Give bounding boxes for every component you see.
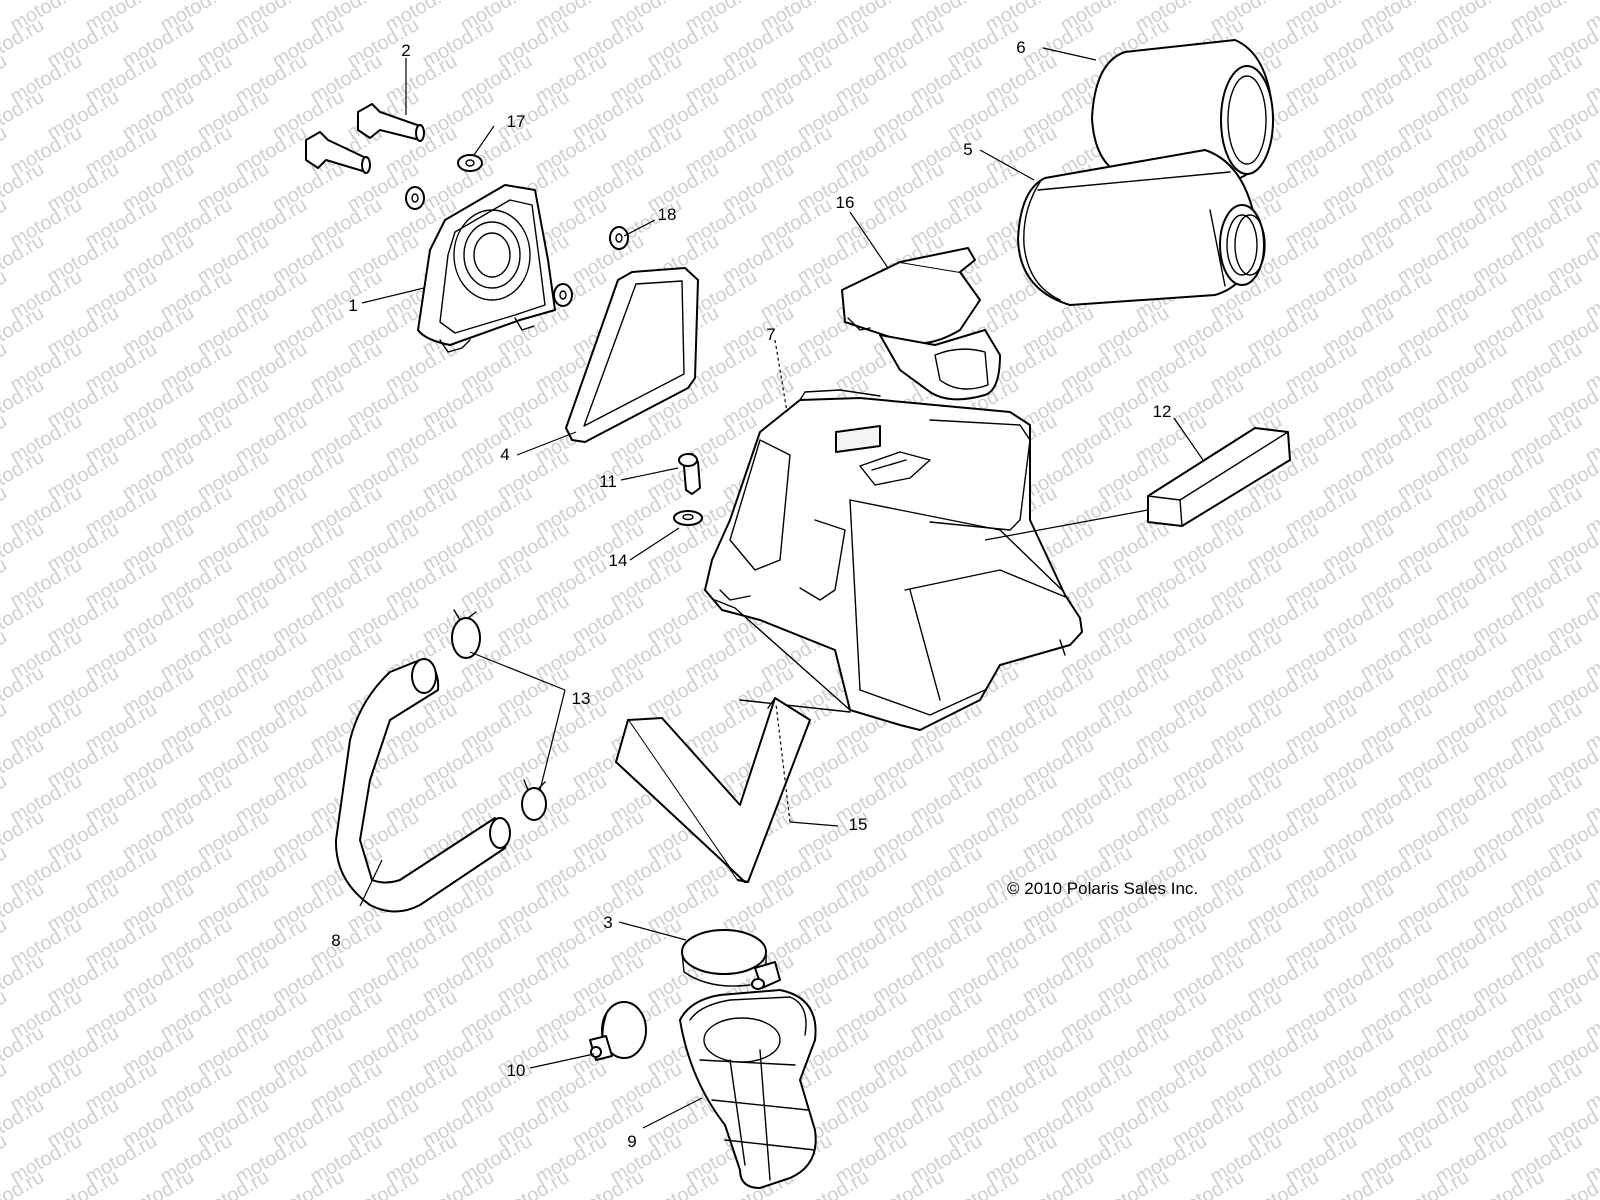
callout-13: 13 [572,689,591,708]
callout-16: 16 [836,193,855,212]
callout-5: 5 [963,140,972,159]
watermark-text: motod.ru [0,842,11,901]
leader-lines [359,47,1204,1129]
part-13-spring-clamps[interactable] [451,609,547,821]
watermark-text: motod.ru [0,50,11,109]
watermark-text: motod.ru [0,482,11,541]
watermark-text: motod.ru [0,338,11,397]
callout-8: 8 [331,931,340,950]
part-5-air-filter[interactable] [1017,149,1266,306]
callout-12: 12 [1153,402,1172,421]
callout-9: 9 [627,1132,636,1151]
watermark-text: motod.ru [0,410,11,469]
watermark-text: motod.ru [0,626,11,685]
callout-numbers: 2 17 6 5 16 18 1 7 12 4 11 14 13 15 8 3 … [331,38,1171,1151]
part-17-washers[interactable] [405,154,483,210]
watermark-text: motod.ru [0,770,11,829]
watermark-text: motod.ru [0,914,11,973]
part-3-hose-clamp[interactable] [681,929,781,990]
part-14-washer[interactable] [673,510,703,526]
watermark-text: motod.ru [0,266,11,325]
part-11-bolt[interactable] [678,453,701,495]
callout-2: 2 [401,41,410,60]
part-2-screws[interactable] [305,103,425,174]
part-8-drain-hose[interactable] [334,658,511,913]
callout-6: 6 [1016,38,1025,57]
callout-15: 15 [849,815,868,834]
watermark-text: motod.ru [0,698,11,757]
callout-10: 10 [507,1061,526,1080]
watermark-text: motod.ru [0,1130,11,1189]
part-4-cover-seal[interactable] [565,267,699,443]
watermark-text: motod.ru [0,986,11,1045]
copyright-notice: © 2010 Polaris Sales Inc. [1007,879,1198,898]
part-18-washers[interactable] [553,226,629,307]
callout-7: 7 [766,325,775,344]
callout-4: 4 [500,445,509,464]
watermark-text: motod.ru [0,122,11,181]
part-7-airbox-body[interactable] [704,389,1083,731]
part-12-foam-block[interactable] [1147,427,1291,527]
part-16-intake-duct[interactable] [841,247,1001,401]
watermark-text: motod.ru [0,1058,11,1117]
callout-11: 11 [599,472,617,491]
watermark-text: motod.ru [0,194,11,253]
callout-3: 3 [603,913,612,932]
callout-18: 18 [658,205,677,224]
part-10-hose-clamp[interactable] [589,1001,647,1061]
callout-1: 1 [348,296,357,315]
part-15-foam-v[interactable] [615,697,811,883]
part-9-intake-boot[interactable] [679,989,817,1189]
callout-17: 17 [507,112,526,131]
part-1-airbox-cover[interactable] [417,184,556,353]
watermark-text: motod.ru [0,554,11,613]
callout-14: 14 [609,551,628,570]
